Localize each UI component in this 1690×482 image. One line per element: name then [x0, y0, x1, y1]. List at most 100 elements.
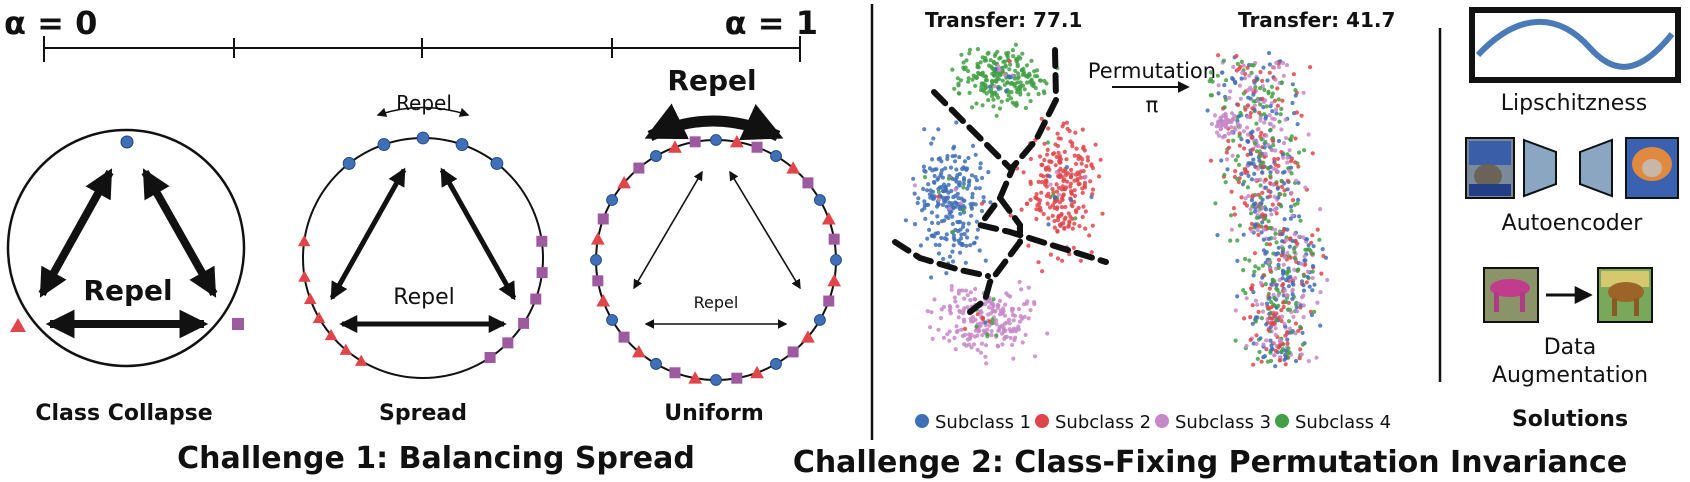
scatter-point [1281, 304, 1286, 310]
scatter-point [949, 287, 954, 292]
scatter-point [978, 60, 983, 65]
scatter-point [1060, 184, 1065, 189]
purple-point [530, 293, 542, 305]
scatter-point [1024, 80, 1030, 85]
alpha-left-label: α = 0 [4, 4, 97, 42]
scatter-point [1005, 293, 1011, 298]
scatter-point [1248, 111, 1253, 116]
scatter-point [1264, 133, 1269, 138]
scatter-point [1246, 87, 1251, 92]
scatter-point [1063, 173, 1068, 178]
scatter-point [1237, 134, 1242, 139]
scatter-point [967, 47, 973, 53]
scatter-point [1236, 102, 1241, 107]
scatter-point [1283, 362, 1288, 367]
scatter-point [1060, 258, 1065, 263]
scatter-point [1274, 181, 1279, 186]
scatter-point [952, 295, 957, 300]
scatter-point [1293, 256, 1298, 261]
uniform-markers [590, 134, 842, 386]
scatter-point [962, 231, 967, 237]
scatter-point [1241, 129, 1247, 134]
scatter-point [954, 324, 959, 329]
scatter-point [1015, 71, 1021, 76]
scatter-point [1293, 88, 1298, 93]
boundary-line [892, 239, 991, 279]
scatter-point [956, 83, 961, 88]
scatter-point [1288, 159, 1294, 164]
scatter-point [940, 202, 946, 207]
scatter-point [974, 178, 980, 183]
scatter-point [1249, 211, 1254, 216]
scatter-point [1235, 61, 1240, 66]
scatter-point [1276, 303, 1281, 308]
scatter-point [997, 298, 1003, 303]
scatter-point [1012, 313, 1018, 318]
red-point [297, 235, 311, 247]
scatter-point [947, 254, 953, 259]
scatter-point [1293, 321, 1298, 326]
scatter-point [1067, 219, 1072, 224]
scatter-point [1276, 156, 1281, 161]
scatter-point [1259, 316, 1264, 321]
scatter-point [913, 222, 918, 227]
scatter-point [992, 84, 997, 89]
scatter-point [1261, 355, 1266, 360]
scatter-point [1298, 347, 1303, 352]
scatter-point [1272, 194, 1277, 199]
scatter-point [1306, 243, 1311, 248]
scatter-point [1249, 287, 1254, 292]
scatter-point [1305, 269, 1310, 274]
scatter-point [1273, 348, 1278, 354]
scatter-point [966, 79, 971, 84]
scatter-point [1266, 89, 1271, 94]
scatter-point [1239, 172, 1244, 177]
scatter-point [1279, 253, 1284, 258]
scatter-point [1056, 136, 1061, 141]
scatter-point [921, 186, 926, 192]
scatter-point [1037, 198, 1043, 203]
scatter-point [1003, 302, 1008, 307]
scatter-point [1271, 124, 1276, 129]
scatter-point [958, 201, 964, 206]
scatter-point [1253, 319, 1258, 324]
scatter-point [980, 175, 985, 181]
scatter-point [1280, 98, 1285, 103]
scatter-point [1205, 108, 1210, 113]
scatter-point [1275, 186, 1280, 191]
scatter-point [1312, 309, 1317, 314]
scatter-point [1065, 179, 1070, 184]
scatter-point [1063, 204, 1068, 210]
scatter-point [997, 106, 1003, 111]
scatter-point [1283, 117, 1288, 122]
scatter-point [974, 324, 979, 329]
purple-point [592, 275, 604, 287]
scatter-point [975, 347, 980, 352]
scatter-point [1225, 120, 1230, 125]
scatter-point [976, 329, 981, 334]
scatter-point [987, 305, 992, 310]
panel-caption: Class Collapse [35, 401, 212, 426]
scatter-point [1044, 180, 1049, 185]
scatter-point [979, 208, 985, 214]
scatter-point [1273, 326, 1278, 331]
scatter-point [1293, 160, 1298, 165]
scatter-point [984, 343, 989, 348]
scatter-point [1308, 65, 1313, 70]
scatter-point [989, 79, 995, 84]
scatter-point [1006, 93, 1011, 98]
scatter-point [1080, 214, 1085, 220]
scatter-point [944, 271, 949, 276]
scatter-point [1277, 358, 1282, 363]
scatter-point [1036, 260, 1041, 265]
scatter-point [1259, 230, 1264, 235]
scatter-point [948, 165, 954, 170]
scatter-point [949, 284, 954, 289]
scatter-point [970, 77, 975, 82]
scatter-point [1292, 232, 1297, 237]
scatter-point [1284, 63, 1290, 68]
scatter-point [1290, 292, 1295, 297]
scatter-point [953, 153, 958, 158]
scatter-point [1264, 338, 1269, 343]
scatter-point [1224, 150, 1229, 155]
